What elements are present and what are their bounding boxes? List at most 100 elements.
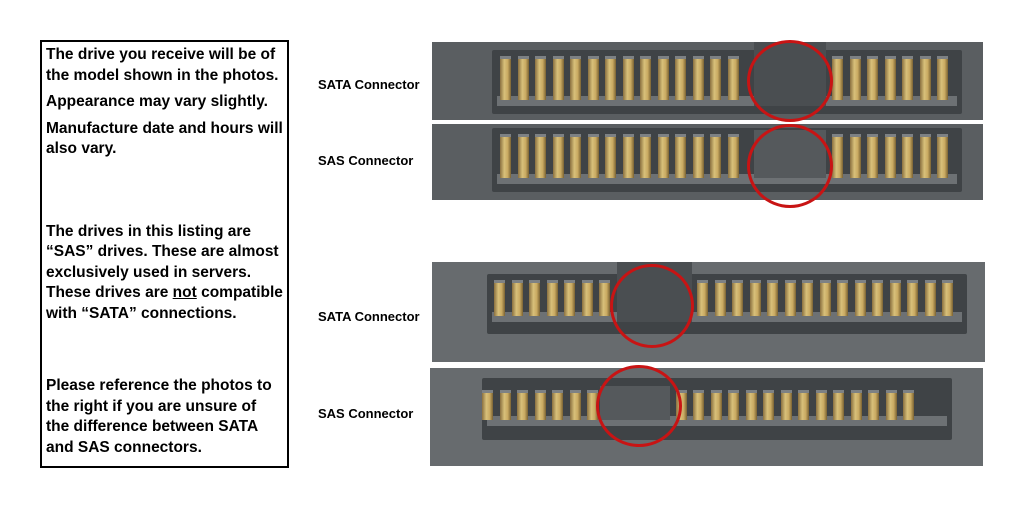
contact-pin (802, 280, 813, 316)
highlight-circle-sata-2 (610, 264, 694, 348)
contact-pin (535, 134, 546, 178)
contact-pin (640, 134, 651, 178)
contact-pin (581, 280, 593, 316)
connector-tongue (497, 96, 957, 106)
contact-pin (697, 280, 708, 316)
notice-reference-photos: Please reference the photos to the right… (46, 377, 272, 456)
contact-pin (837, 280, 848, 316)
contact-pin (546, 280, 558, 316)
notice-sas-drives: The drives in this listing are “SAS” dri… (46, 222, 283, 325)
contact-pin (692, 134, 704, 178)
contact-pin (850, 390, 862, 420)
contact-pin (867, 134, 878, 178)
contact-pin (692, 56, 704, 100)
contact-pin (511, 280, 523, 316)
contact-pin (494, 280, 505, 316)
contact-pin (867, 56, 878, 100)
photo-sas-connector-2 (430, 368, 983, 466)
contact-pin (587, 134, 599, 178)
contact-pin (710, 134, 721, 178)
contact-pin (587, 390, 598, 420)
contact-pin (693, 390, 704, 420)
contact-pin (919, 134, 931, 178)
contact-pin (902, 134, 913, 178)
contact-pin (517, 390, 528, 420)
contact-pin (763, 390, 774, 420)
photo-sata-connector-1 (432, 42, 983, 120)
contact-pin (657, 56, 669, 100)
contact-pin (885, 390, 897, 420)
contact-pin (552, 134, 564, 178)
notice-sas-text-b: compatible with “SATA” connections. (46, 284, 283, 322)
photo-sata-connector-2 (432, 262, 985, 362)
contact-pin (482, 390, 493, 420)
highlight-circle-sas-2 (596, 365, 682, 447)
contact-pin (767, 280, 778, 316)
contact-pin (815, 390, 827, 420)
connector-tongue (492, 312, 962, 322)
contact-pin (605, 56, 616, 100)
contact-pin (499, 390, 511, 420)
contact-pin (832, 134, 843, 178)
contact-pin (727, 56, 739, 100)
contact-pin (710, 56, 721, 100)
contact-pin (749, 280, 761, 316)
contact-pin (675, 56, 686, 100)
contact-pin (605, 134, 616, 178)
contact-pin (732, 280, 743, 316)
contact-pin (924, 280, 936, 316)
contact-pin (745, 390, 757, 420)
label-sata-connector-2: SATA Connector (318, 309, 420, 324)
contact-pin (784, 280, 796, 316)
contact-pin (500, 56, 511, 100)
contact-pin (587, 56, 599, 100)
contact-pin (728, 390, 739, 420)
highlight-circle-sas-1 (747, 124, 833, 208)
contact-pin (535, 56, 546, 100)
contact-pin (517, 56, 529, 100)
contact-pin (872, 280, 883, 316)
contact-pin (529, 280, 540, 316)
label-sas-connector-1: SAS Connector (318, 153, 414, 168)
contact-pin (570, 134, 581, 178)
contact-pin (517, 134, 529, 178)
contact-pin (622, 134, 634, 178)
contact-pin (569, 390, 581, 420)
label-sata-connector-1: SATA Connector (318, 77, 420, 92)
contact-pin (937, 56, 948, 100)
notice-sas-text-a: The drives in this listing are “SAS” dri… (46, 222, 279, 302)
contact-pin (884, 134, 896, 178)
contact-pin (564, 280, 575, 316)
connector-tongue (487, 416, 947, 426)
contact-pin (552, 56, 564, 100)
contact-pin (500, 134, 511, 178)
contact-pin (919, 56, 931, 100)
contact-pin (884, 56, 896, 100)
contact-pin (675, 134, 686, 178)
contact-pin (657, 134, 669, 178)
contact-pin (937, 134, 948, 178)
contact-pin (534, 390, 546, 420)
contact-pin (903, 390, 914, 420)
contact-pin (854, 280, 866, 316)
label-sas-connector-2: SAS Connector (318, 406, 414, 421)
contact-pin (849, 56, 861, 100)
contact-pin (622, 56, 634, 100)
contact-pin (942, 280, 953, 316)
contact-pin (780, 390, 792, 420)
contact-pin (902, 56, 913, 100)
photo-sas-connector-1 (432, 124, 983, 200)
contact-pin (552, 390, 563, 420)
contact-pin (727, 134, 739, 178)
contact-pin (798, 390, 809, 420)
contact-pin (849, 134, 861, 178)
notice-not-emphasis: not (172, 284, 197, 301)
contact-pin (833, 390, 844, 420)
contact-pin (907, 280, 918, 316)
contact-pin (710, 390, 722, 420)
contact-pin (640, 56, 651, 100)
connector-tongue (497, 174, 957, 184)
contact-pin (599, 280, 610, 316)
notice-appearance: Appearance may vary slightly. (46, 93, 268, 110)
contact-pin (832, 56, 843, 100)
